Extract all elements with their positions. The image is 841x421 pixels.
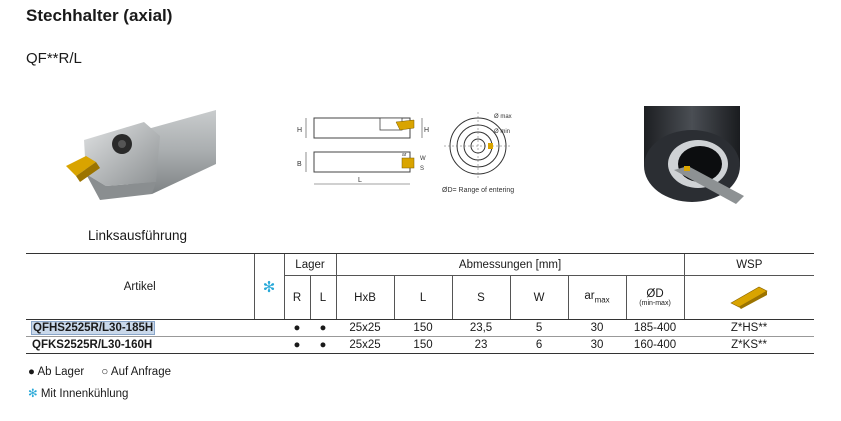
dim-b-label: B [297, 161, 302, 168]
insert-icon [730, 286, 768, 309]
d-min-label: Ø min [494, 129, 510, 135]
header-hxb: HxB [335, 275, 395, 320]
spec-table: Artikel ✻ Lager Abmessungen [mm] WSP R L… [26, 253, 815, 354]
dimension-drawing: H H B ar W S L [297, 117, 429, 185]
d-max-label: Ø max [494, 114, 512, 120]
header-length: L [393, 275, 453, 320]
cell-length: 150 [394, 319, 453, 337]
cell-hxb: 25x25 [349, 339, 381, 351]
dim-w-label: W [420, 156, 426, 162]
cell-wsp: Z*HS** [684, 319, 815, 337]
table-row[interactable]: QFKS2525R/L30-160H ● ● 25x25 150 23 6 30… [26, 337, 815, 354]
cell-od: 185-400 [626, 319, 685, 337]
cell-artikel: QFHS2525R/L30-185H [26, 319, 254, 337]
legend-coolant: Mit Innenkühlung [40, 388, 129, 400]
cell-od: 160-400 [633, 339, 677, 351]
cell-length: 150 [413, 339, 433, 351]
dim-h-label: H [297, 127, 302, 134]
dim-h-label-right: H [424, 127, 429, 134]
cell-s: 23 [474, 339, 488, 351]
cell-wsp: Z*KS** [731, 339, 767, 351]
header-ar: armax [567, 275, 627, 320]
artikel-text: QFHS2525R/L30-185H [30, 321, 156, 335]
page-subtitle: QF**R/L [26, 50, 82, 67]
application-photo [644, 106, 744, 204]
tool-holder-photo [66, 110, 216, 200]
variant-caption: Linksausführung [88, 228, 188, 243]
coolant-icon: ✻ [253, 253, 284, 320]
header-insert-image [683, 275, 815, 320]
cell-coolant [254, 319, 284, 337]
cell-coolant [254, 337, 284, 354]
cell-r: ● [284, 319, 310, 337]
header-ar-label: ar [584, 290, 595, 303]
cell-w: 6 [535, 339, 543, 351]
header-r: R [283, 275, 310, 320]
range-note: ØD= Range of entering [442, 187, 514, 194]
cell-ar: 30 [568, 319, 627, 337]
page-title: Stechhalter (axial) [26, 6, 173, 25]
header-artikel: Artikel [26, 253, 254, 320]
header-s: S [451, 275, 511, 320]
header-lager: Lager [283, 253, 337, 276]
dim-l-label: L [358, 177, 362, 184]
cell-ar: 30 [590, 339, 604, 351]
cell-w: 5 [510, 319, 569, 337]
header-ar-sub: max [594, 295, 610, 305]
legend-stock-row: ● Ab Lager ○ Auf Anfrage [28, 366, 171, 378]
header-abmessungen: Abmessungen [mm] [335, 253, 685, 276]
cell-l: ● [319, 339, 327, 351]
cell-s: 23,5 [452, 319, 511, 337]
cell-r: ● [293, 339, 301, 351]
header-od: ØD (min-max) [625, 275, 685, 320]
header-w: W [509, 275, 569, 320]
coolant-legend-icon: ✻ [28, 388, 38, 400]
header-l: L [309, 275, 337, 320]
header-od-sub: (min-max) [639, 300, 671, 307]
legend-stock: ● Ab Lager [28, 366, 85, 378]
table-row[interactable]: QFHS2525R/L30-185H ● ● 25x25 150 23,5 5 … [26, 319, 815, 337]
legend-coolant-row: ✻ Mit Innenkühlung [28, 386, 128, 400]
header-wsp: WSP [683, 253, 815, 276]
header-od-label: ØD [646, 288, 664, 300]
cell-artikel: QFKS2525R/L30-160H [32, 339, 153, 351]
range-diagram: Ø max Ø min ØD= Range of entering [442, 112, 514, 194]
dim-ar-label: ar [402, 152, 407, 158]
legend-on-request: ○ Auf Anfrage [101, 366, 171, 378]
cell-hxb: 25x25 [336, 319, 395, 337]
cell-l: ● [310, 319, 337, 337]
dim-s-label: S [420, 166, 424, 172]
